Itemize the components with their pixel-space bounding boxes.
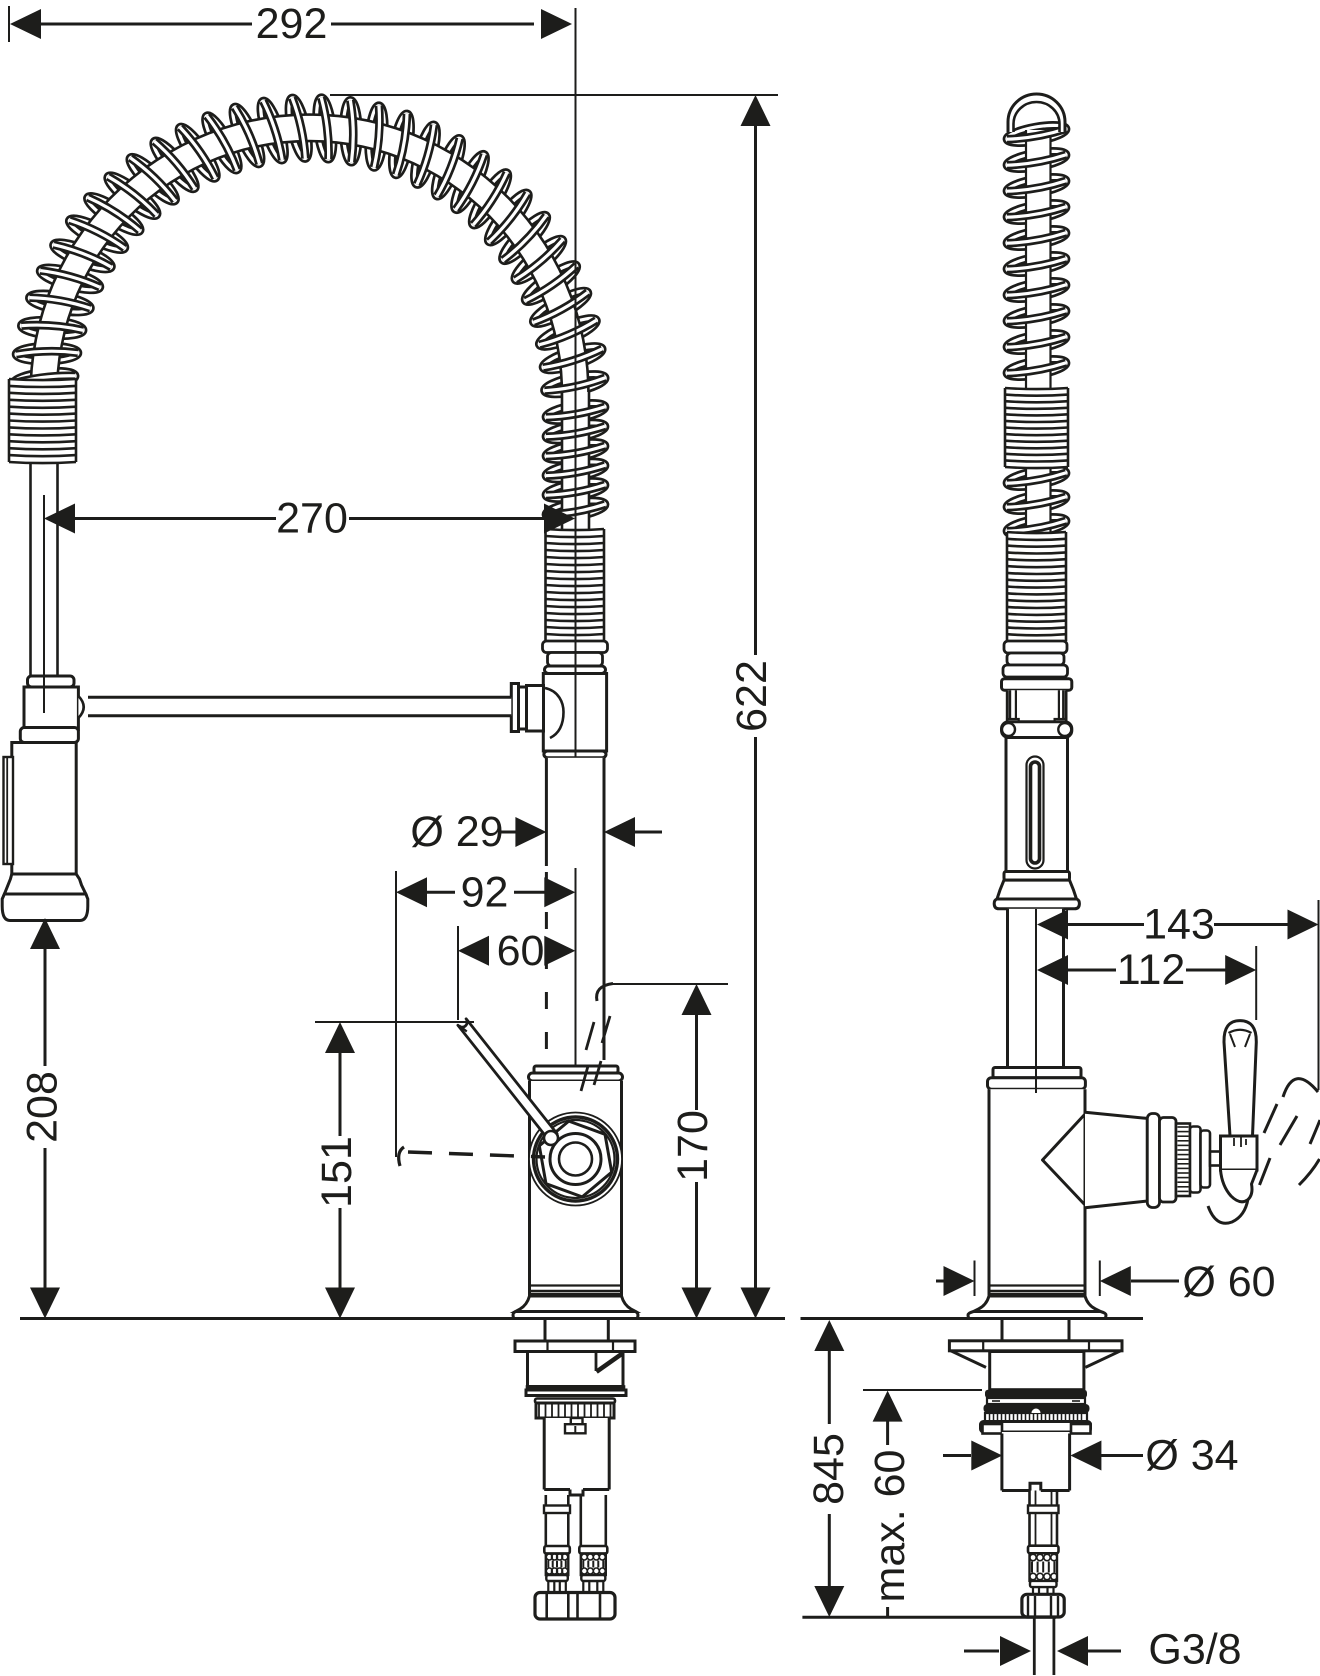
svg-text:622: 622	[728, 660, 776, 732]
svg-text:845: 845	[805, 1433, 853, 1505]
svg-text:Ø 29: Ø 29	[410, 808, 503, 856]
svg-text:292: 292	[256, 0, 328, 48]
svg-text:60: 60	[497, 927, 545, 975]
svg-text:Ø 60: Ø 60	[1182, 1258, 1275, 1306]
svg-text:G3/8: G3/8	[1148, 1626, 1241, 1674]
svg-text:151: 151	[313, 1136, 361, 1208]
svg-text:max. 60: max. 60	[866, 1450, 914, 1603]
svg-text:92: 92	[461, 868, 509, 916]
svg-text:112: 112	[1117, 946, 1186, 994]
svg-text:208: 208	[19, 1071, 67, 1143]
svg-text:270: 270	[276, 495, 348, 543]
svg-text:Ø 34: Ø 34	[1145, 1432, 1238, 1480]
svg-text:170: 170	[669, 1110, 717, 1182]
svg-text:143: 143	[1143, 901, 1215, 949]
